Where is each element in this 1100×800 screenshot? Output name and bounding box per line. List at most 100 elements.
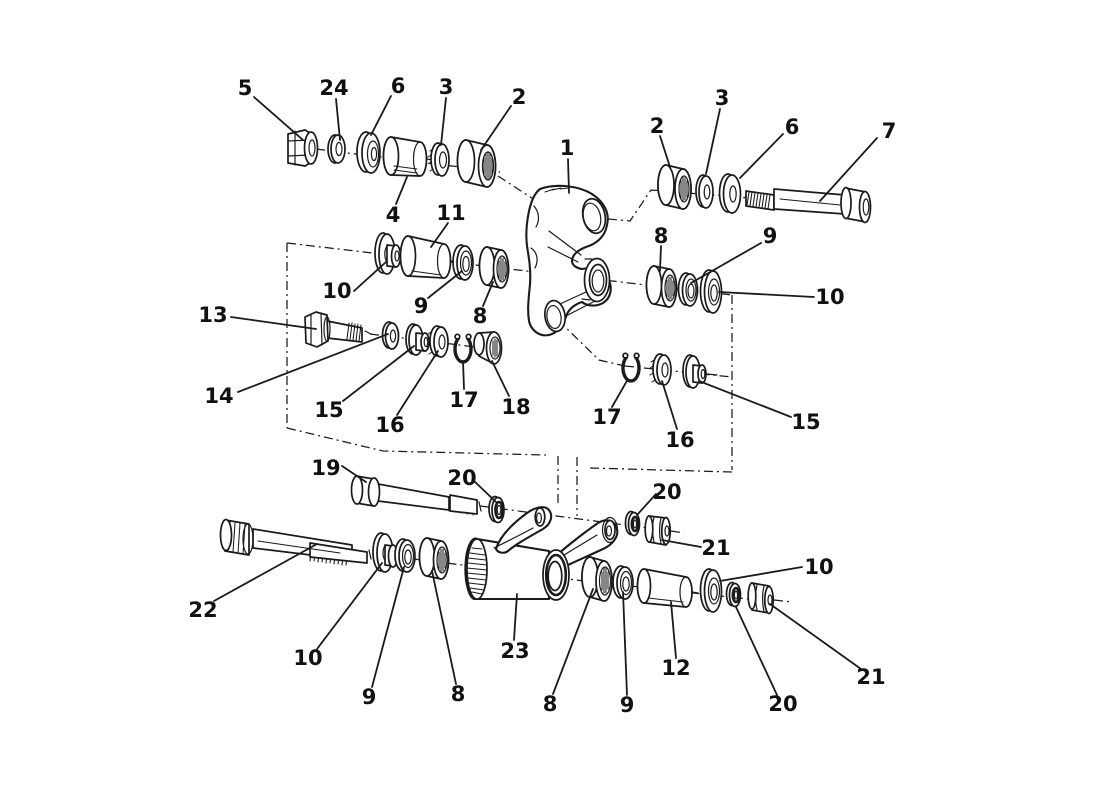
part-9-seal-washer-row2 [452, 244, 474, 281]
callout-leader-10 [353, 261, 387, 292]
part-8-bearing-row5-right [581, 556, 613, 602]
callout-leader-9 [371, 566, 405, 688]
callout-label-9: 9 [414, 294, 429, 318]
part-7-socket-bolt [745, 186, 872, 224]
callout-leader-5 [253, 96, 304, 141]
part-15-flanged-collar-right [682, 354, 718, 389]
callout-leader-23 [513, 593, 518, 641]
callout-label-6: 6 [785, 115, 800, 139]
part-6-flanged-bushing-left [356, 131, 381, 174]
part-5-flange-nut [287, 129, 319, 167]
callout-label-5: 5 [238, 76, 253, 100]
callout-label-16: 16 [375, 413, 404, 437]
part-14-washer [381, 321, 400, 350]
callout-label-9: 9 [620, 693, 635, 717]
callout-label-20: 20 [768, 692, 797, 716]
callout-label-7: 7 [882, 119, 897, 143]
callout-label-9: 9 [763, 224, 778, 248]
callout-label-10: 10 [804, 555, 833, 579]
callout-leader-8 [431, 570, 457, 685]
part-19-socket-bolt [350, 475, 482, 516]
callout-leader-21 [769, 603, 862, 670]
callout-label-16: 16 [665, 428, 694, 452]
part-24-washer [327, 134, 346, 164]
callout-leader-10 [719, 566, 803, 582]
callout-leader-16 [396, 350, 439, 416]
callout-label-23: 23 [500, 639, 529, 663]
part-9-seal-washer-row5 [394, 538, 416, 573]
callout-leader-22 [213, 543, 318, 602]
callout-leader-17 [462, 360, 465, 390]
part-1-rocker-linkage [525, 184, 612, 337]
part-8-bearing-row5 [418, 537, 450, 580]
callout-label-8: 8 [654, 224, 669, 248]
callout-label-18: 18 [501, 395, 530, 419]
callout-leader-13 [230, 316, 317, 330]
callout-leader-9 [427, 270, 463, 299]
callout-leader-20 [636, 493, 657, 516]
callout-leader-1 [567, 158, 570, 194]
part-17-circlip [453, 333, 473, 364]
part-9-seal-washer-row2-right [677, 272, 699, 307]
callout-leader-15 [698, 380, 792, 418]
callout-label-11: 11 [436, 201, 465, 225]
callout-leader-17 [611, 378, 629, 408]
callout-leader-4 [395, 176, 408, 205]
callout-leader-19 [341, 465, 367, 483]
callout-leader-2 [480, 105, 512, 151]
part-8-bearing-row2-right [645, 265, 678, 308]
callout-label-1: 1 [560, 136, 575, 160]
callout-leader-10 [718, 291, 815, 298]
callout-leader-16 [661, 380, 678, 430]
callout-label-10: 10 [322, 279, 351, 303]
callout-label-20: 20 [652, 480, 681, 504]
callout-leader-21 [661, 539, 702, 548]
part-11-spacer-tube [399, 235, 459, 279]
part-10-washer-row5-right [699, 568, 723, 613]
callout-label-2: 2 [512, 85, 527, 109]
callout-label-17: 17 [449, 388, 478, 412]
callout-label-17: 17 [592, 405, 621, 429]
callout-label-15: 15 [314, 398, 343, 422]
callout-leader-2 [659, 135, 671, 168]
callout-leader-15 [342, 345, 415, 402]
part-10-flanged-washer-row5 [372, 532, 399, 573]
callout-label-14: 14 [204, 384, 233, 408]
part-9-seal-washer-row5-right [612, 565, 634, 600]
part-20-washer-row4 [488, 495, 505, 524]
callout-label-4: 4 [386, 203, 401, 227]
part-2-needle-bearing-right [657, 164, 692, 210]
part-2-needle-bearing-left [456, 139, 497, 188]
callout-label-3: 3 [439, 75, 454, 99]
part-12-spacer-tube [636, 568, 699, 608]
callout-leader-3 [440, 97, 447, 146]
callout-leader-10 [316, 562, 383, 650]
callout-leader-12 [670, 601, 677, 659]
part-20-washer-row5-right [725, 581, 742, 608]
part-23-lower-linkage [464, 506, 619, 601]
callout-leader-8 [482, 281, 494, 307]
part-16-ribbed-washer [426, 325, 449, 358]
part-17-circlip-right [621, 352, 641, 383]
callout-leader-8 [659, 245, 662, 272]
callout-leader-3 [705, 108, 721, 175]
callout-label-22: 22 [188, 598, 217, 622]
callout-leader-20 [473, 480, 497, 503]
callout-label-21: 21 [701, 536, 730, 560]
callout-leader-18 [491, 360, 510, 397]
callout-label-15: 15 [791, 410, 820, 434]
part-21-nut-row5 [747, 582, 775, 615]
callout-label-10: 10 [815, 285, 844, 309]
callout-leader-6 [370, 95, 392, 136]
part-6-flanged-washer-right [718, 173, 742, 214]
part-20-washer-row4-right [624, 510, 641, 537]
callout-label-8: 8 [543, 692, 558, 716]
callout-label-8: 8 [473, 304, 488, 328]
callout-leader-20 [735, 606, 778, 696]
part-3-washer-left [427, 142, 450, 177]
callout-leader-9 [690, 242, 762, 284]
callout-label-13: 13 [198, 303, 227, 327]
callout-label-10: 10 [293, 646, 322, 670]
